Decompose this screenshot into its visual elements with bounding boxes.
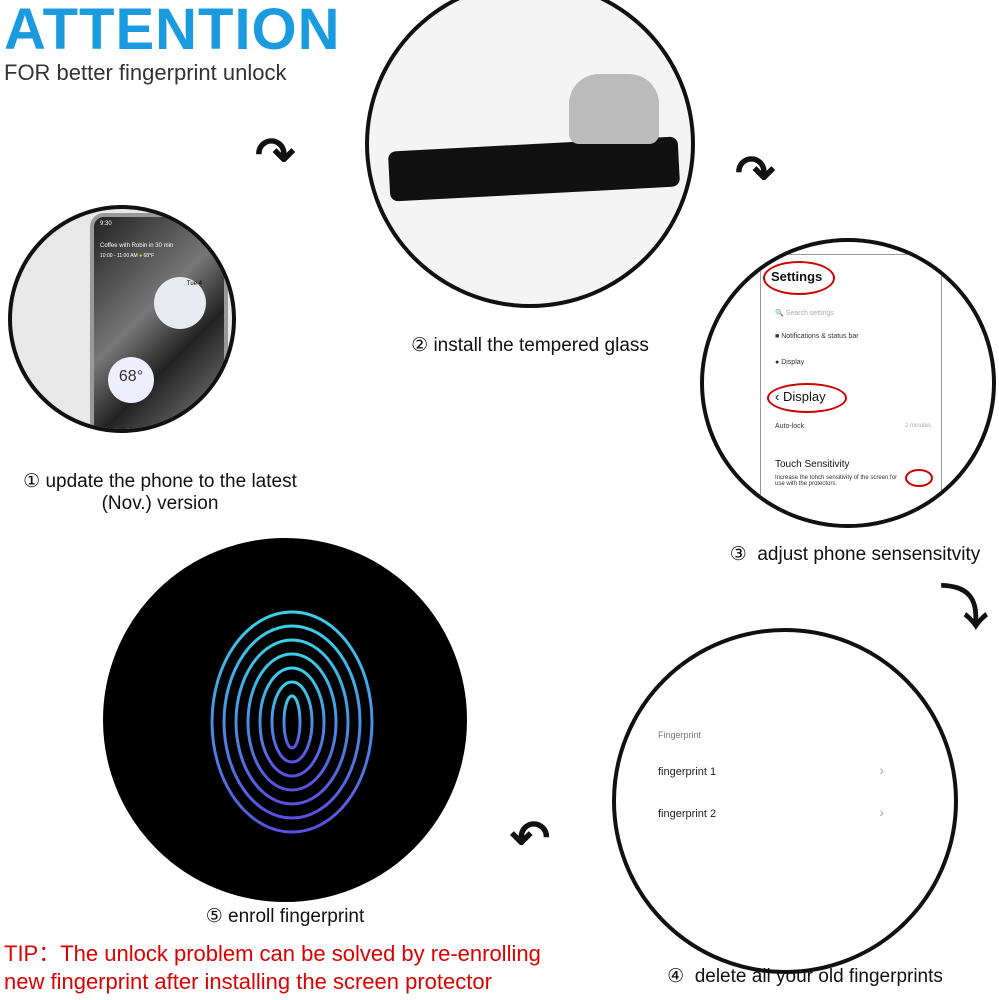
phone-image: 9:30 5G Coffee with Robin in 30 min 10:0… (90, 213, 228, 429)
search-settings-input[interactable]: 🔍 Search settings (775, 310, 834, 317)
arrow-icon: ↷ (735, 147, 776, 200)
arrow-icon: ⤵ (940, 582, 989, 635)
fingerprint-item-2[interactable]: fingerprint 2 (658, 808, 717, 820)
touch-sensitivity-toggle[interactable] (905, 469, 933, 487)
step1-circle: 9:30 5G Coffee with Robin in 30 min 10:0… (8, 205, 236, 433)
step4-circle: Fingerprint fingerprint 1 › fingerprint … (612, 628, 958, 974)
fingerprint-item-1[interactable]: fingerprint 1 (658, 766, 717, 778)
step5-circle (103, 538, 467, 902)
weather-widget: 68° (108, 357, 154, 403)
step2-circle (365, 0, 695, 308)
phone-event: Coffee with Robin in 30 min (100, 243, 174, 249)
fingerprint-icon (210, 610, 374, 834)
tip-text: TIP：The unlock problem can be solved by … (4, 941, 541, 994)
step3-circle: Settings 🔍 Search settings ■ Notificatio… (700, 238, 996, 528)
step1-caption: ① update the phone to the latest (Nov.) … (23, 471, 297, 514)
auto-lock-label[interactable]: Auto-lock (775, 423, 805, 430)
page-subtitle: FOR better fingerprint unlock (4, 60, 287, 85)
hand-image (569, 74, 659, 144)
settings-item-display[interactable]: ● Display (775, 359, 805, 366)
touch-sensitivity-desc: Increase the tohch sensitivity of the sc… (775, 475, 898, 487)
chevron-right-icon: › (879, 804, 884, 820)
auto-lock-value: 2 minutes (904, 423, 931, 429)
phone-image (387, 136, 681, 202)
phone-signal: 5G (207, 221, 216, 227)
settings-item-notifications[interactable]: ■ Notifications & status bar (775, 333, 859, 340)
step2-caption: ② install the tempered glass (411, 335, 649, 356)
phone-event-time: 10:00 - 11:00 AM ● 68°F (100, 253, 155, 259)
settings-screen: Settings 🔍 Search settings ■ Notificatio… (760, 254, 942, 524)
page-title: ATTENTION (4, 0, 341, 62)
step5-caption: ⑤ enroll fingerprint (205, 906, 365, 927)
fingerprint-header: Fingerprint (658, 730, 702, 740)
step3-caption: ③ adjust phone sensensitvity (729, 544, 981, 565)
phone-time: 9:30 (100, 221, 112, 227)
step4-caption: ④ delete all your old fingerprints (667, 966, 943, 987)
chevron-right-icon: › (879, 762, 884, 778)
touch-sensitivity-title: Touch Sensitivity (775, 459, 850, 470)
arrow-icon: ↶ (510, 812, 551, 865)
clock-widget: Tue 4 (154, 277, 206, 329)
arrow-icon: ↷ (255, 129, 296, 182)
